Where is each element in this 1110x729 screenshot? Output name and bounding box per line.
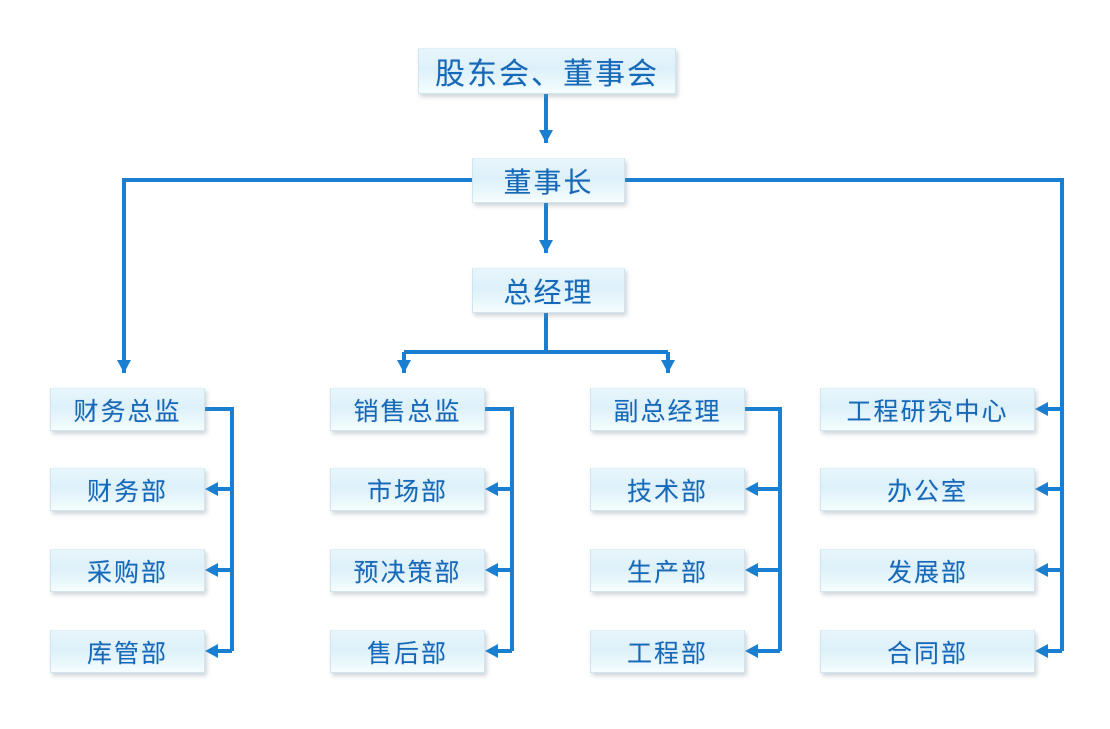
node-deputy-general-manager[interactable]: 副总经理 [590, 388, 745, 431]
node-purchasing-dept[interactable]: 采购部 [50, 549, 205, 592]
node-technology-dept[interactable]: 技术部 [590, 468, 745, 511]
node-contract-dept[interactable]: 合同部 [820, 630, 1035, 673]
rail-deputy [745, 407, 782, 651]
node-warehouse-dept[interactable]: 库管部 [50, 630, 205, 673]
node-development-dept[interactable]: 发展部 [820, 549, 1035, 592]
edge-chairman-to-erc [625, 178, 1064, 409]
node-chairman[interactable]: 董事长 [472, 158, 625, 203]
node-sales-director[interactable]: 销售总监 [330, 388, 485, 431]
node-finance-dept[interactable]: 财务部 [50, 468, 205, 511]
node-marketing-dept[interactable]: 市场部 [330, 468, 485, 511]
node-after-sales-dept[interactable]: 售后部 [330, 630, 485, 673]
node-finance-director[interactable]: 财务总监 [50, 388, 205, 431]
node-production-dept[interactable]: 生产部 [590, 549, 745, 592]
node-board[interactable]: 股东会、董事会 [418, 48, 676, 94]
edge-chairman-to-finance-director [117, 178, 472, 373]
node-engineering-research-center[interactable]: 工程研究中心 [820, 388, 1035, 431]
node-general-manager[interactable]: 总经理 [472, 268, 625, 313]
rail-sales [485, 407, 514, 651]
node-office[interactable]: 办公室 [820, 468, 1035, 511]
rail-finance [205, 407, 234, 651]
node-engineering-dept[interactable]: 工程部 [590, 630, 745, 673]
node-budget-decision-dept[interactable]: 预决策部 [330, 549, 485, 592]
